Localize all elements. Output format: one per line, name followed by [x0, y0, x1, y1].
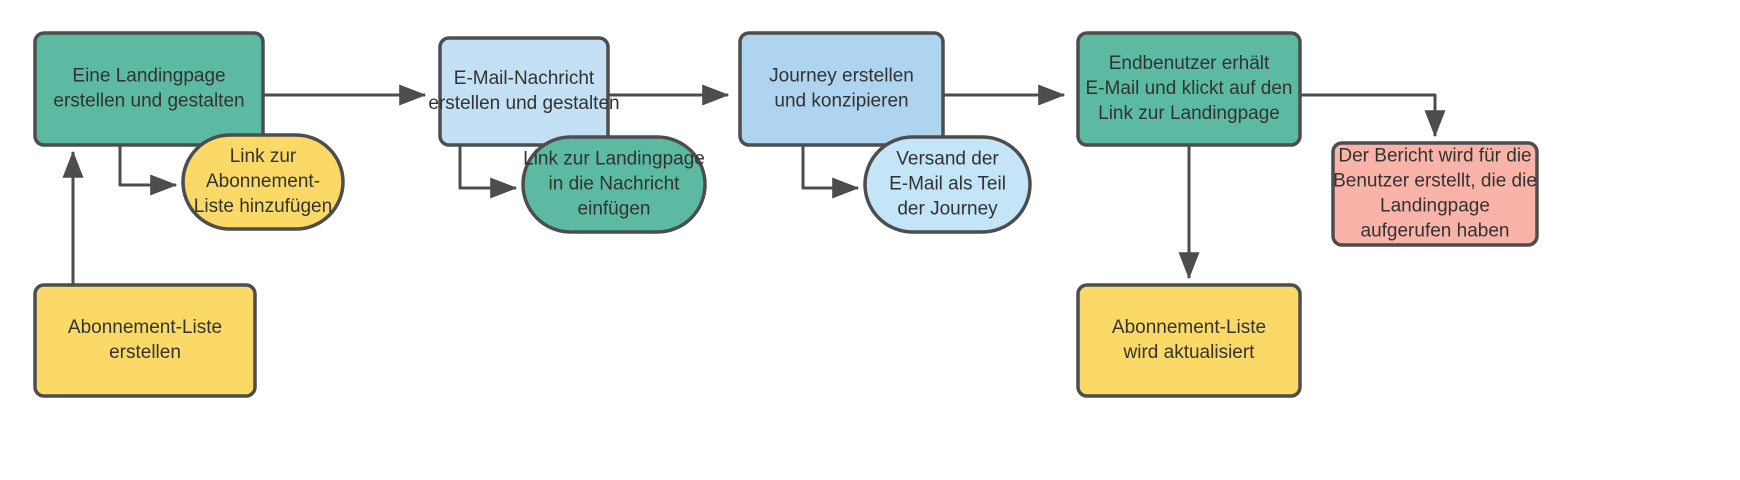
edge-landingpage-to-link-liste [118, 145, 178, 196]
edge-email-to-link-einfuegen [458, 145, 518, 199]
node-shape-link-abonnement-liste[interactable] [181, 133, 345, 231]
edge-journey-to-versand [801, 145, 860, 199]
node-shape-journey-erstellen[interactable] [738, 31, 945, 147]
edges-layer [62, 84, 1446, 285]
node-shape-email-nachricht-erstellen[interactable] [438, 36, 610, 147]
node-shape-endbenutzer-erhaelt-email[interactable] [1076, 31, 1302, 147]
node-shape-link-landingpage-einfuegen[interactable] [521, 135, 707, 234]
edge-endbenutzer-to-bericht [1300, 93, 1446, 138]
node-shape-abonnement-liste-aktualisiert[interactable] [1076, 283, 1302, 398]
node-shape-abonnement-liste-erstellen[interactable] [33, 283, 257, 398]
node-shape-bericht-erstellt[interactable] [1331, 141, 1539, 247]
node-shape-landingpage-erstellen[interactable] [33, 31, 265, 147]
node-shape-versand-der-email[interactable] [863, 135, 1032, 234]
